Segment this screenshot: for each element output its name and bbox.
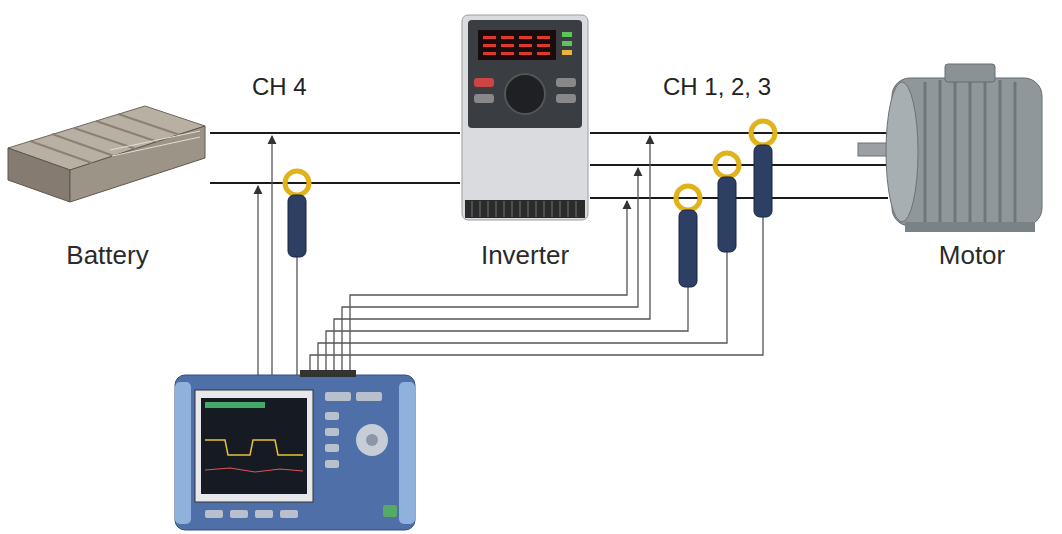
device-label: Motor <box>939 240 1005 270</box>
battery-pack <box>8 106 205 202</box>
channel-label: CH 4 <box>252 72 307 102</box>
power-wire <box>590 132 888 134</box>
current-clamp <box>285 121 775 287</box>
power-analyzer <box>175 370 415 530</box>
motor <box>858 64 1042 232</box>
device-label: Inverter <box>481 240 569 270</box>
device-node: Inverter <box>460 15 590 275</box>
inverter-unit <box>462 15 588 220</box>
device-label: Battery <box>66 240 148 270</box>
power-wire <box>590 197 888 199</box>
channel-label: CH 1, 2, 3 <box>663 72 771 102</box>
device-node: Motor <box>888 60 1056 275</box>
voltage-lead <box>310 136 763 375</box>
power-wire <box>210 132 460 134</box>
power-wire <box>210 182 460 184</box>
device-node: Battery <box>5 95 210 275</box>
